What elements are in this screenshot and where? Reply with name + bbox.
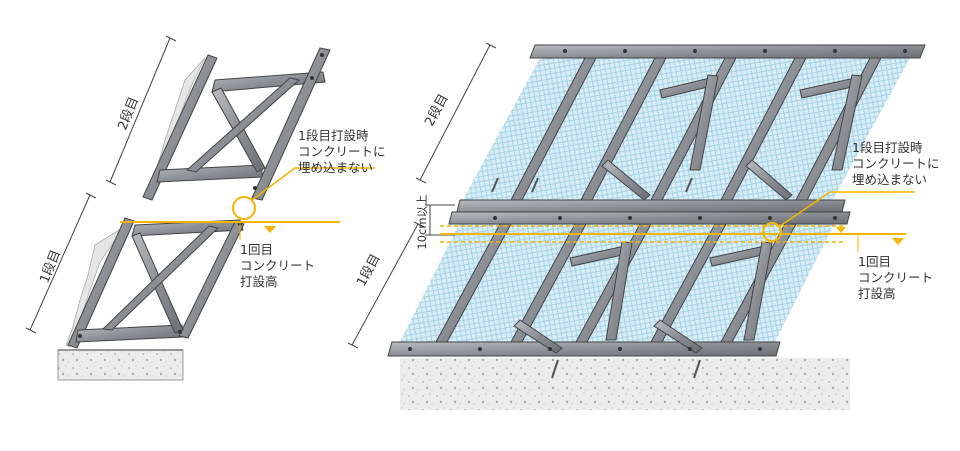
left-pour-height-line2: コンクリート <box>240 258 315 273</box>
right-lower-bottom-beam <box>387 341 781 357</box>
left-foundation <box>57 349 184 381</box>
right-callout-line2: コンクリートに <box>852 156 940 171</box>
left-tier-lower-label: 1段目 <box>37 248 64 285</box>
right-pour-height-line3: 打設高 <box>858 286 896 301</box>
right-lower-verticals <box>435 223 797 354</box>
right-overlap-label: 10cm以上 <box>415 194 429 249</box>
left-figure: 2段目 1段目 1段目打設時 コンクリートに 埋め込まない 1回目 コンクリート… <box>25 35 386 381</box>
right-level-mark-small-icon <box>836 227 846 233</box>
right-ground <box>400 358 850 410</box>
right-upper-bottom-beam <box>456 199 846 213</box>
left-pour-height-line3: 打設高 <box>240 274 278 289</box>
right-pour-height-line1: 1回目 <box>858 254 891 269</box>
left-level-mark-icon <box>262 221 278 233</box>
left-dimension-lines <box>25 35 177 334</box>
right-callout-line3: 埋め込まない <box>852 172 927 187</box>
right-callout-line1: 1段目打設時 <box>852 140 923 155</box>
right-tier-lower-label: 1段目 <box>354 252 383 289</box>
left-joint-callout-circle <box>232 196 256 220</box>
right-pour-height-line2: コンクリート <box>858 270 933 285</box>
right-bolts <box>408 49 907 351</box>
right-upper-verticals <box>510 57 882 201</box>
right-anchor-pins <box>491 177 701 379</box>
right-tier-upper-label: 2段目 <box>422 92 451 129</box>
left-callout-line2: コンクリートに <box>298 144 386 159</box>
left-upper-frame <box>142 47 331 201</box>
left-callout-line3: 埋め込まない <box>298 160 373 175</box>
right-level-mark-icon <box>890 233 906 245</box>
right-figure: 2段目 1段目 10cm以上 1段目打設時 コンクリートに 埋め込まない 1回目… <box>347 42 940 410</box>
right-lower-top-beam <box>448 211 851 225</box>
right-callout-leader <box>779 191 915 227</box>
left-pour-height-line1: 1回目 <box>240 242 273 257</box>
left-callout-leader <box>251 167 375 201</box>
left-callout-line1: 1段目打設時 <box>298 128 369 143</box>
right-joint-callout-circle <box>762 222 782 242</box>
left-lower-frame <box>67 217 245 349</box>
right-upper-top-beam <box>529 44 926 59</box>
